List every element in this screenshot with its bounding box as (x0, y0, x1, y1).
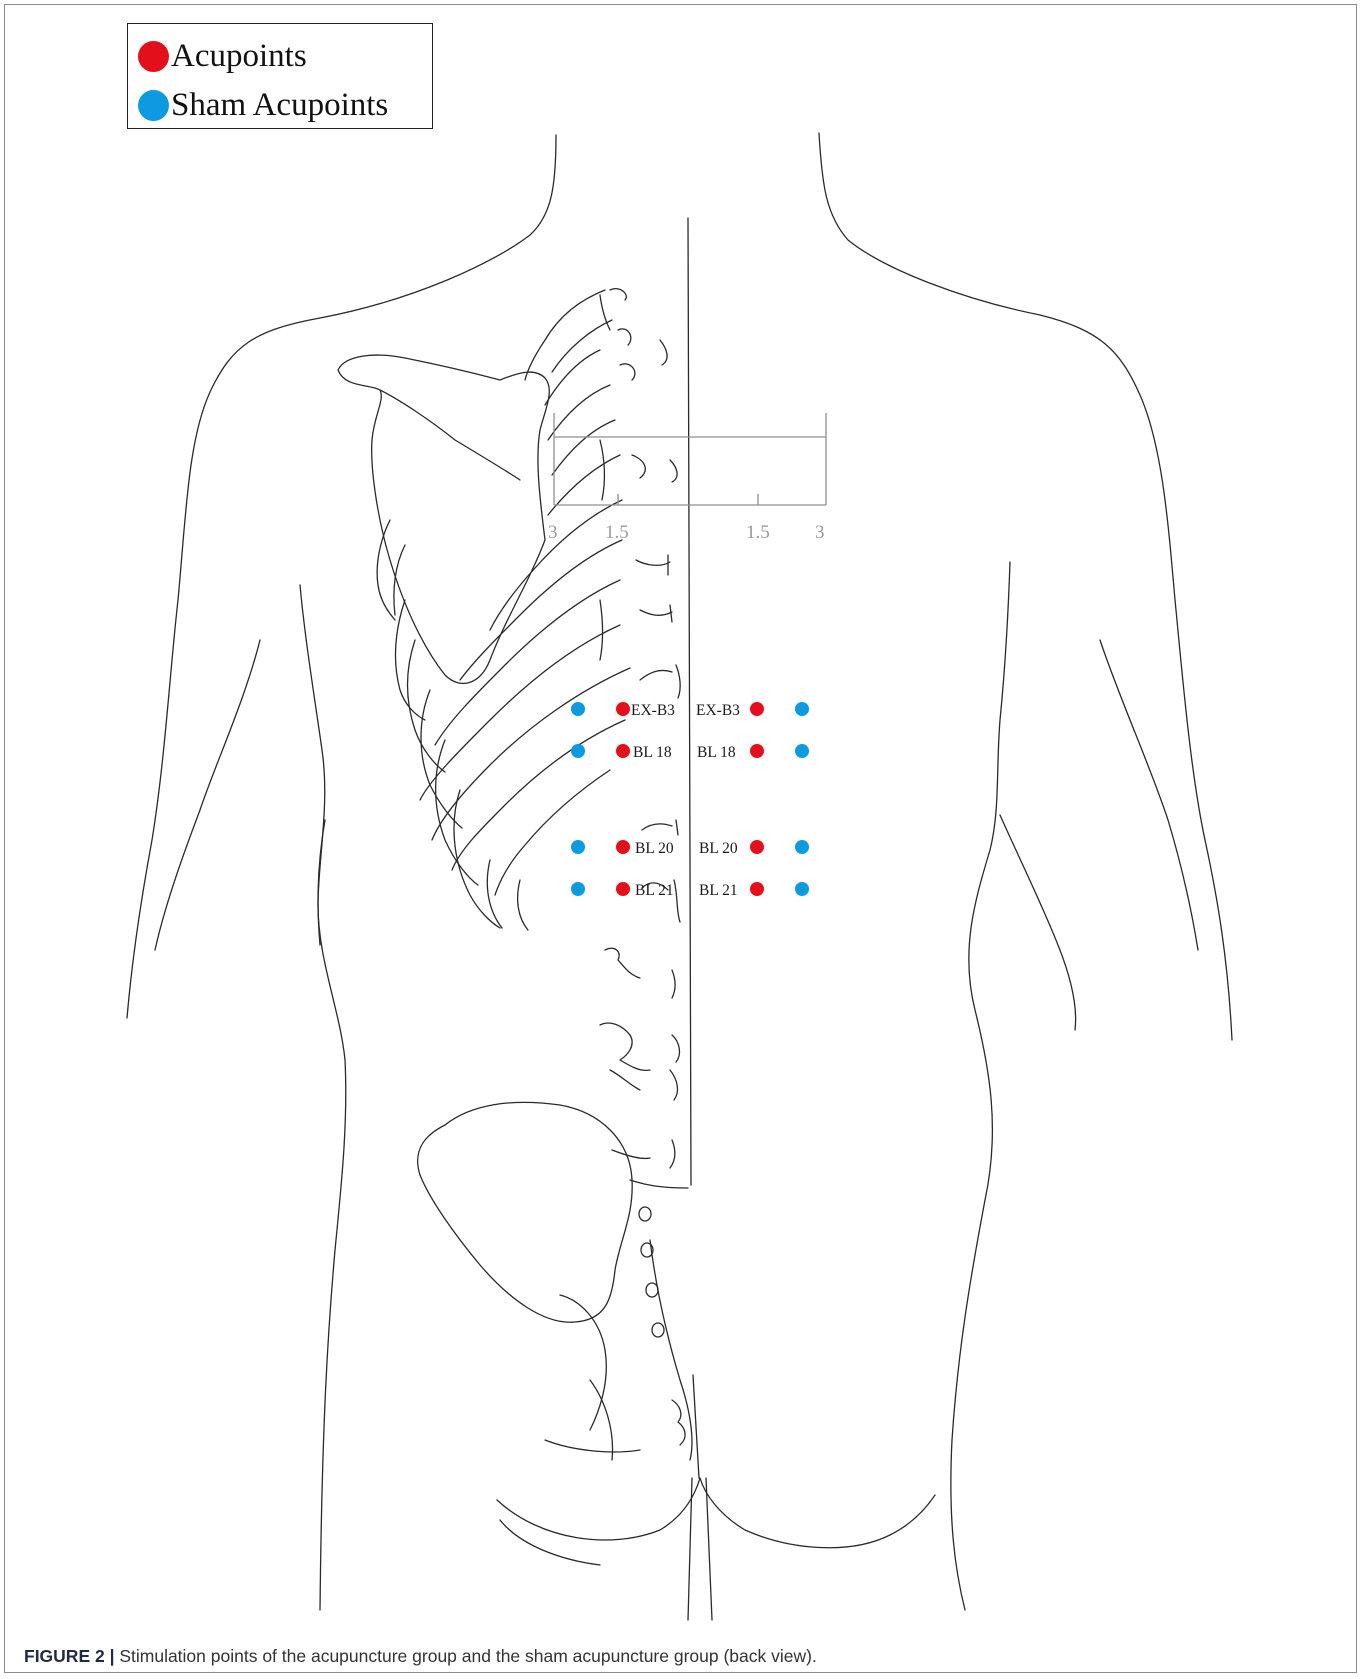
caption-figure-label: FIGURE 2 | (24, 1646, 114, 1666)
legend-acupoints-label: Acupoints (171, 38, 307, 75)
acupoint-dot (750, 744, 764, 758)
buttocks-curve (497, 1478, 935, 1548)
cun-scale-bracket (554, 413, 826, 505)
caption-text: Stimulation points of the acupuncture gr… (114, 1646, 816, 1666)
scale-right-outer: 3 (815, 522, 825, 543)
sham-acupoint-dot (571, 840, 585, 854)
sham-acupoint-dot (571, 882, 585, 896)
left-flank (300, 585, 346, 1610)
acupoint-dot (616, 882, 630, 896)
bl20-right-label: BL 20 (699, 840, 738, 857)
bl18-left-label: BL 18 (633, 744, 672, 761)
right-waist-line (1000, 815, 1076, 1030)
bl18-right-label: BL 18 (697, 744, 736, 761)
left-inner-arm (155, 640, 260, 950)
legend: Acupoints Sham Acupoints (127, 23, 433, 129)
legend-item-acupoints: Acupoints (138, 36, 307, 76)
ex-b3-right-label: EX-B3 (696, 702, 740, 719)
left-waist-line (318, 820, 325, 945)
sham-acupoint-swatch (138, 90, 169, 121)
acupoint-dot (616, 744, 630, 758)
sham-acupoint-dot (795, 840, 809, 854)
gluteal-cleft (693, 1375, 699, 1478)
legend-sham-label: Sham Acupoints (171, 87, 388, 124)
sham-acupoint-dot (795, 702, 809, 716)
acupoint-dot (616, 702, 630, 716)
acupoint-dot (750, 882, 764, 896)
acupoint-dot (616, 840, 630, 854)
bl20-left-label: BL 20 (635, 840, 674, 857)
scale-right-inner: 1.5 (746, 522, 770, 543)
ex-b3-left-label: EX-B3 (631, 702, 675, 719)
ribs (525, 290, 605, 380)
acupoint-dot (750, 702, 764, 716)
sham-acupoint-dot (795, 882, 809, 896)
right-flank (951, 562, 1010, 1610)
body-outline-right (819, 133, 1232, 1040)
acupoint-swatch (138, 41, 169, 72)
sham-acupoint-dot (571, 744, 585, 758)
acupoint-dot (750, 840, 764, 854)
sham-acupoint-dot (795, 744, 809, 758)
sacrum-line (650, 1240, 692, 1460)
spine-midline (688, 218, 691, 1185)
body-outline-left (127, 135, 556, 1018)
pelvis-ilium (418, 1102, 633, 1322)
legend-item-sham: Sham Acupoints (138, 85, 388, 125)
figure-caption: FIGURE 2 | Stimulation points of the acu… (24, 1646, 1344, 1667)
scale-left-outer: 3 (548, 522, 558, 543)
bl21-left-label: BL 21 (635, 882, 674, 899)
scapula (338, 355, 549, 683)
bl21-right-label: BL 21 (699, 882, 738, 899)
scale-left-inner: 1.5 (605, 522, 629, 543)
sham-acupoint-dot (571, 702, 585, 716)
